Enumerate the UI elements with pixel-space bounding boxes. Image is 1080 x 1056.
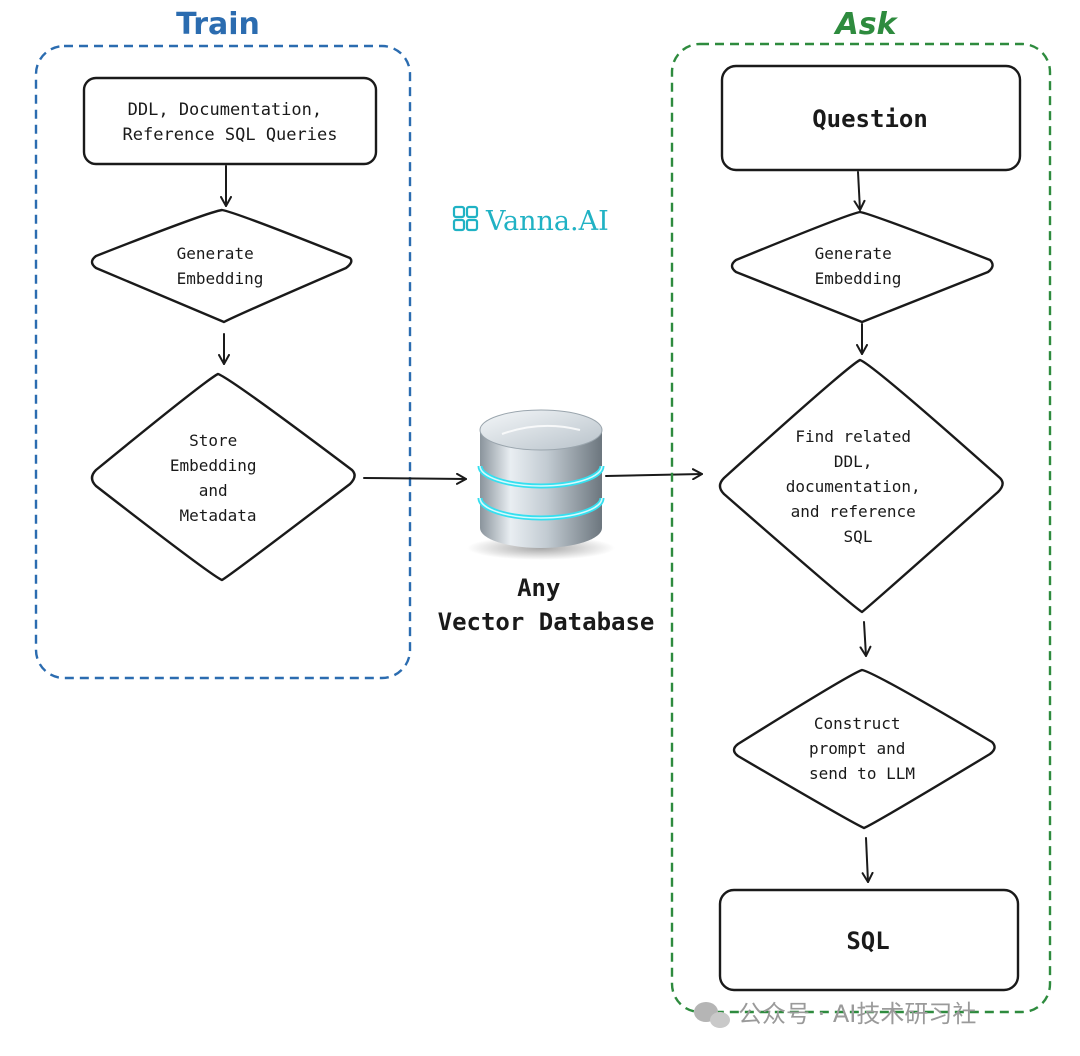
vanna-logo: Vanna.AI <box>452 205 609 237</box>
ddl-box-line1: DDL, Documentation, <box>128 100 322 120</box>
vector-database-label: Any Vector Database <box>438 574 655 636</box>
ask-generate-line1: Generate <box>815 244 892 263</box>
vanna-logo-text: Vanna.AI <box>485 206 609 237</box>
arrow-find-to-construct <box>859 621 872 657</box>
wechat-icon <box>694 1002 730 1028</box>
ddl-box-label: DDL, Documentation, Reference SQL Querie… <box>123 100 338 145</box>
find-related-diamond <box>718 358 1004 614</box>
ask-generate-embedding-label: Generate Embedding <box>815 244 902 288</box>
train-generate-embedding-diamond <box>90 208 353 324</box>
question-label: Question <box>812 105 928 133</box>
store-line3: and <box>199 481 228 500</box>
construct-prompt-diamond <box>732 668 996 830</box>
vanna-logo-icon <box>452 205 479 232</box>
train-title: Train <box>176 7 260 42</box>
store-line4: Metadata <box>179 506 256 525</box>
ask-generate-line2: Embedding <box>815 269 902 288</box>
find-line5: SQL <box>844 527 873 546</box>
train-generate-embedding-label: Generate Embedding <box>177 244 264 288</box>
ddl-documentation-box <box>82 76 378 166</box>
find-related-label: Find related DDL, documentation, and ref… <box>786 427 931 546</box>
arrow-store-to-database <box>363 472 467 485</box>
store-embedding-label: Store Embedding and Metadata <box>170 431 266 525</box>
find-line1: Find related <box>795 427 911 446</box>
train-generate-line1: Generate <box>177 244 254 263</box>
sql-box <box>718 888 1020 992</box>
train-group-border <box>34 44 412 680</box>
database-label-line1: Any <box>517 574 560 602</box>
watermark: 公众号 · AI技术研习社 <box>694 1000 976 1028</box>
find-line3: documentation, <box>786 477 921 496</box>
arrow-construct-to-sql <box>861 837 874 883</box>
arrow-question-to-generate <box>853 171 866 211</box>
find-line4: and reference <box>791 502 916 521</box>
find-line2: DDL, <box>834 452 873 471</box>
construct-line1: Construct <box>814 714 901 733</box>
database-label-line2: Vector Database <box>438 608 655 636</box>
question-box <box>720 64 1022 172</box>
store-line1: Store <box>189 431 237 450</box>
train-generate-line2: Embedding <box>177 269 264 288</box>
ask-title: Ask <box>833 7 898 42</box>
arrow-database-to-find <box>605 468 703 481</box>
construct-line3: send to LLM <box>809 764 915 783</box>
store-line2: Embedding <box>170 456 257 475</box>
construct-prompt-label: Construct prompt and send to LLM <box>809 714 915 783</box>
sql-label: SQL <box>846 927 889 955</box>
vector-database-icon <box>467 409 615 560</box>
construct-line2: prompt and <box>809 739 905 758</box>
watermark-text: 公众号 · AI技术研习社 <box>738 1000 976 1028</box>
store-embedding-diamond <box>90 372 356 582</box>
ask-generate-embedding-diamond <box>730 210 994 324</box>
ddl-box-line2: Reference SQL Queries <box>123 125 338 145</box>
